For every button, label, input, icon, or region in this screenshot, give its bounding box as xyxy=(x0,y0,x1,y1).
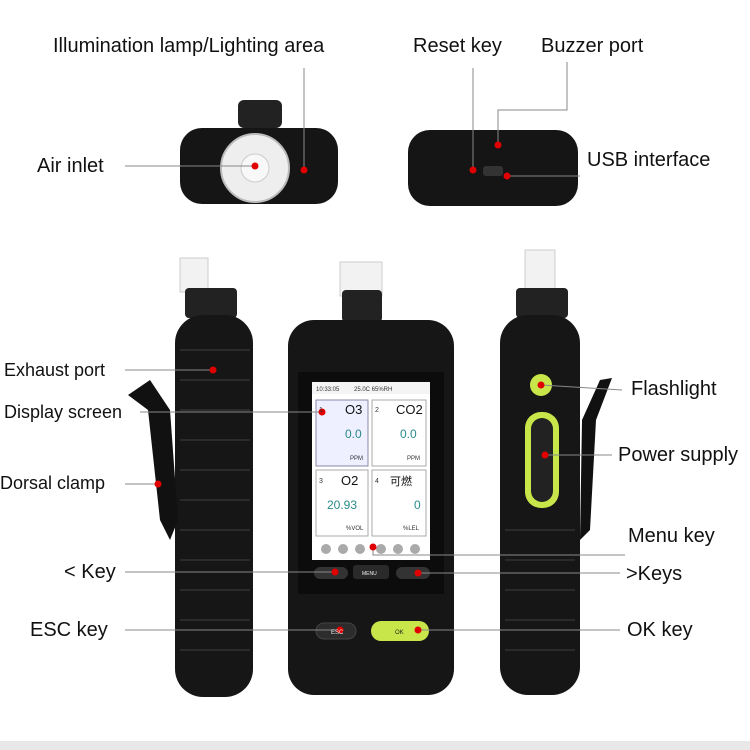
cell-2-value: 0.0 xyxy=(400,427,417,441)
screen-time: 10:33:05 xyxy=(316,387,340,393)
label-menu-key: Menu key xyxy=(628,525,715,547)
top-view-inlet xyxy=(180,100,338,204)
cell-3-unit: %VOL xyxy=(346,526,364,532)
label-dorsal-clamp: Dorsal clamp xyxy=(0,473,106,493)
cell-4-index: 4 xyxy=(375,478,379,485)
menu-key-label: MENU xyxy=(362,571,377,577)
screen-content: 10:33:05 25.0C 65%RH 1 O3 0.0 PPM 2 CO2 … xyxy=(316,387,423,636)
label-display-screen: Display screen xyxy=(4,402,123,422)
label-flashlight: Flashlight xyxy=(631,378,717,400)
cell-3-value: 20.93 xyxy=(327,498,357,512)
esc-key-label: ESC xyxy=(331,630,344,636)
label-air-inlet: Air inlet xyxy=(37,155,104,177)
label-exhaust-port: Exhaust port xyxy=(4,360,106,380)
cell-4-unit: %LEL xyxy=(403,526,420,532)
cell-3-index: 3 xyxy=(319,478,323,485)
left-side-device xyxy=(128,257,253,697)
cell-2-index: 2 xyxy=(375,407,379,414)
cell-4-value: 0 xyxy=(414,498,421,512)
cell-1-index: 1 xyxy=(319,407,323,414)
cell-3-gas: O2 xyxy=(341,473,358,488)
label-left-key: < Key xyxy=(64,561,116,583)
bottom-strip xyxy=(0,741,750,750)
marker-dots xyxy=(154,141,549,634)
label-right-keys: >Keys xyxy=(626,563,683,585)
screen-temp-humidity: 25.0C 65%RH xyxy=(354,387,392,393)
top-view-rear xyxy=(408,130,578,206)
cell-1-gas: O3 xyxy=(345,402,362,417)
ok-key-label: OK xyxy=(395,630,404,636)
label-reset-key: Reset key xyxy=(413,35,502,57)
label-usb-interface: USB interface xyxy=(587,149,711,171)
label-illumination: Illumination lamp/Lighting area xyxy=(53,35,325,57)
label-buzzer-port: Buzzer port xyxy=(541,35,644,57)
label-power-supply: Power supply xyxy=(618,444,739,466)
cell-2-unit: PPM xyxy=(407,456,420,462)
cell-1-unit: PPM xyxy=(350,456,363,462)
leader-lines xyxy=(125,62,625,631)
label-esc-key: ESC key xyxy=(30,619,108,641)
cell-4-gas: 可燃 xyxy=(390,474,412,488)
cell-2-gas: CO2 xyxy=(396,402,423,417)
right-side-device xyxy=(500,249,612,695)
label-ok-key: OK key xyxy=(627,619,693,641)
cell-1-value: 0.0 xyxy=(345,427,362,441)
